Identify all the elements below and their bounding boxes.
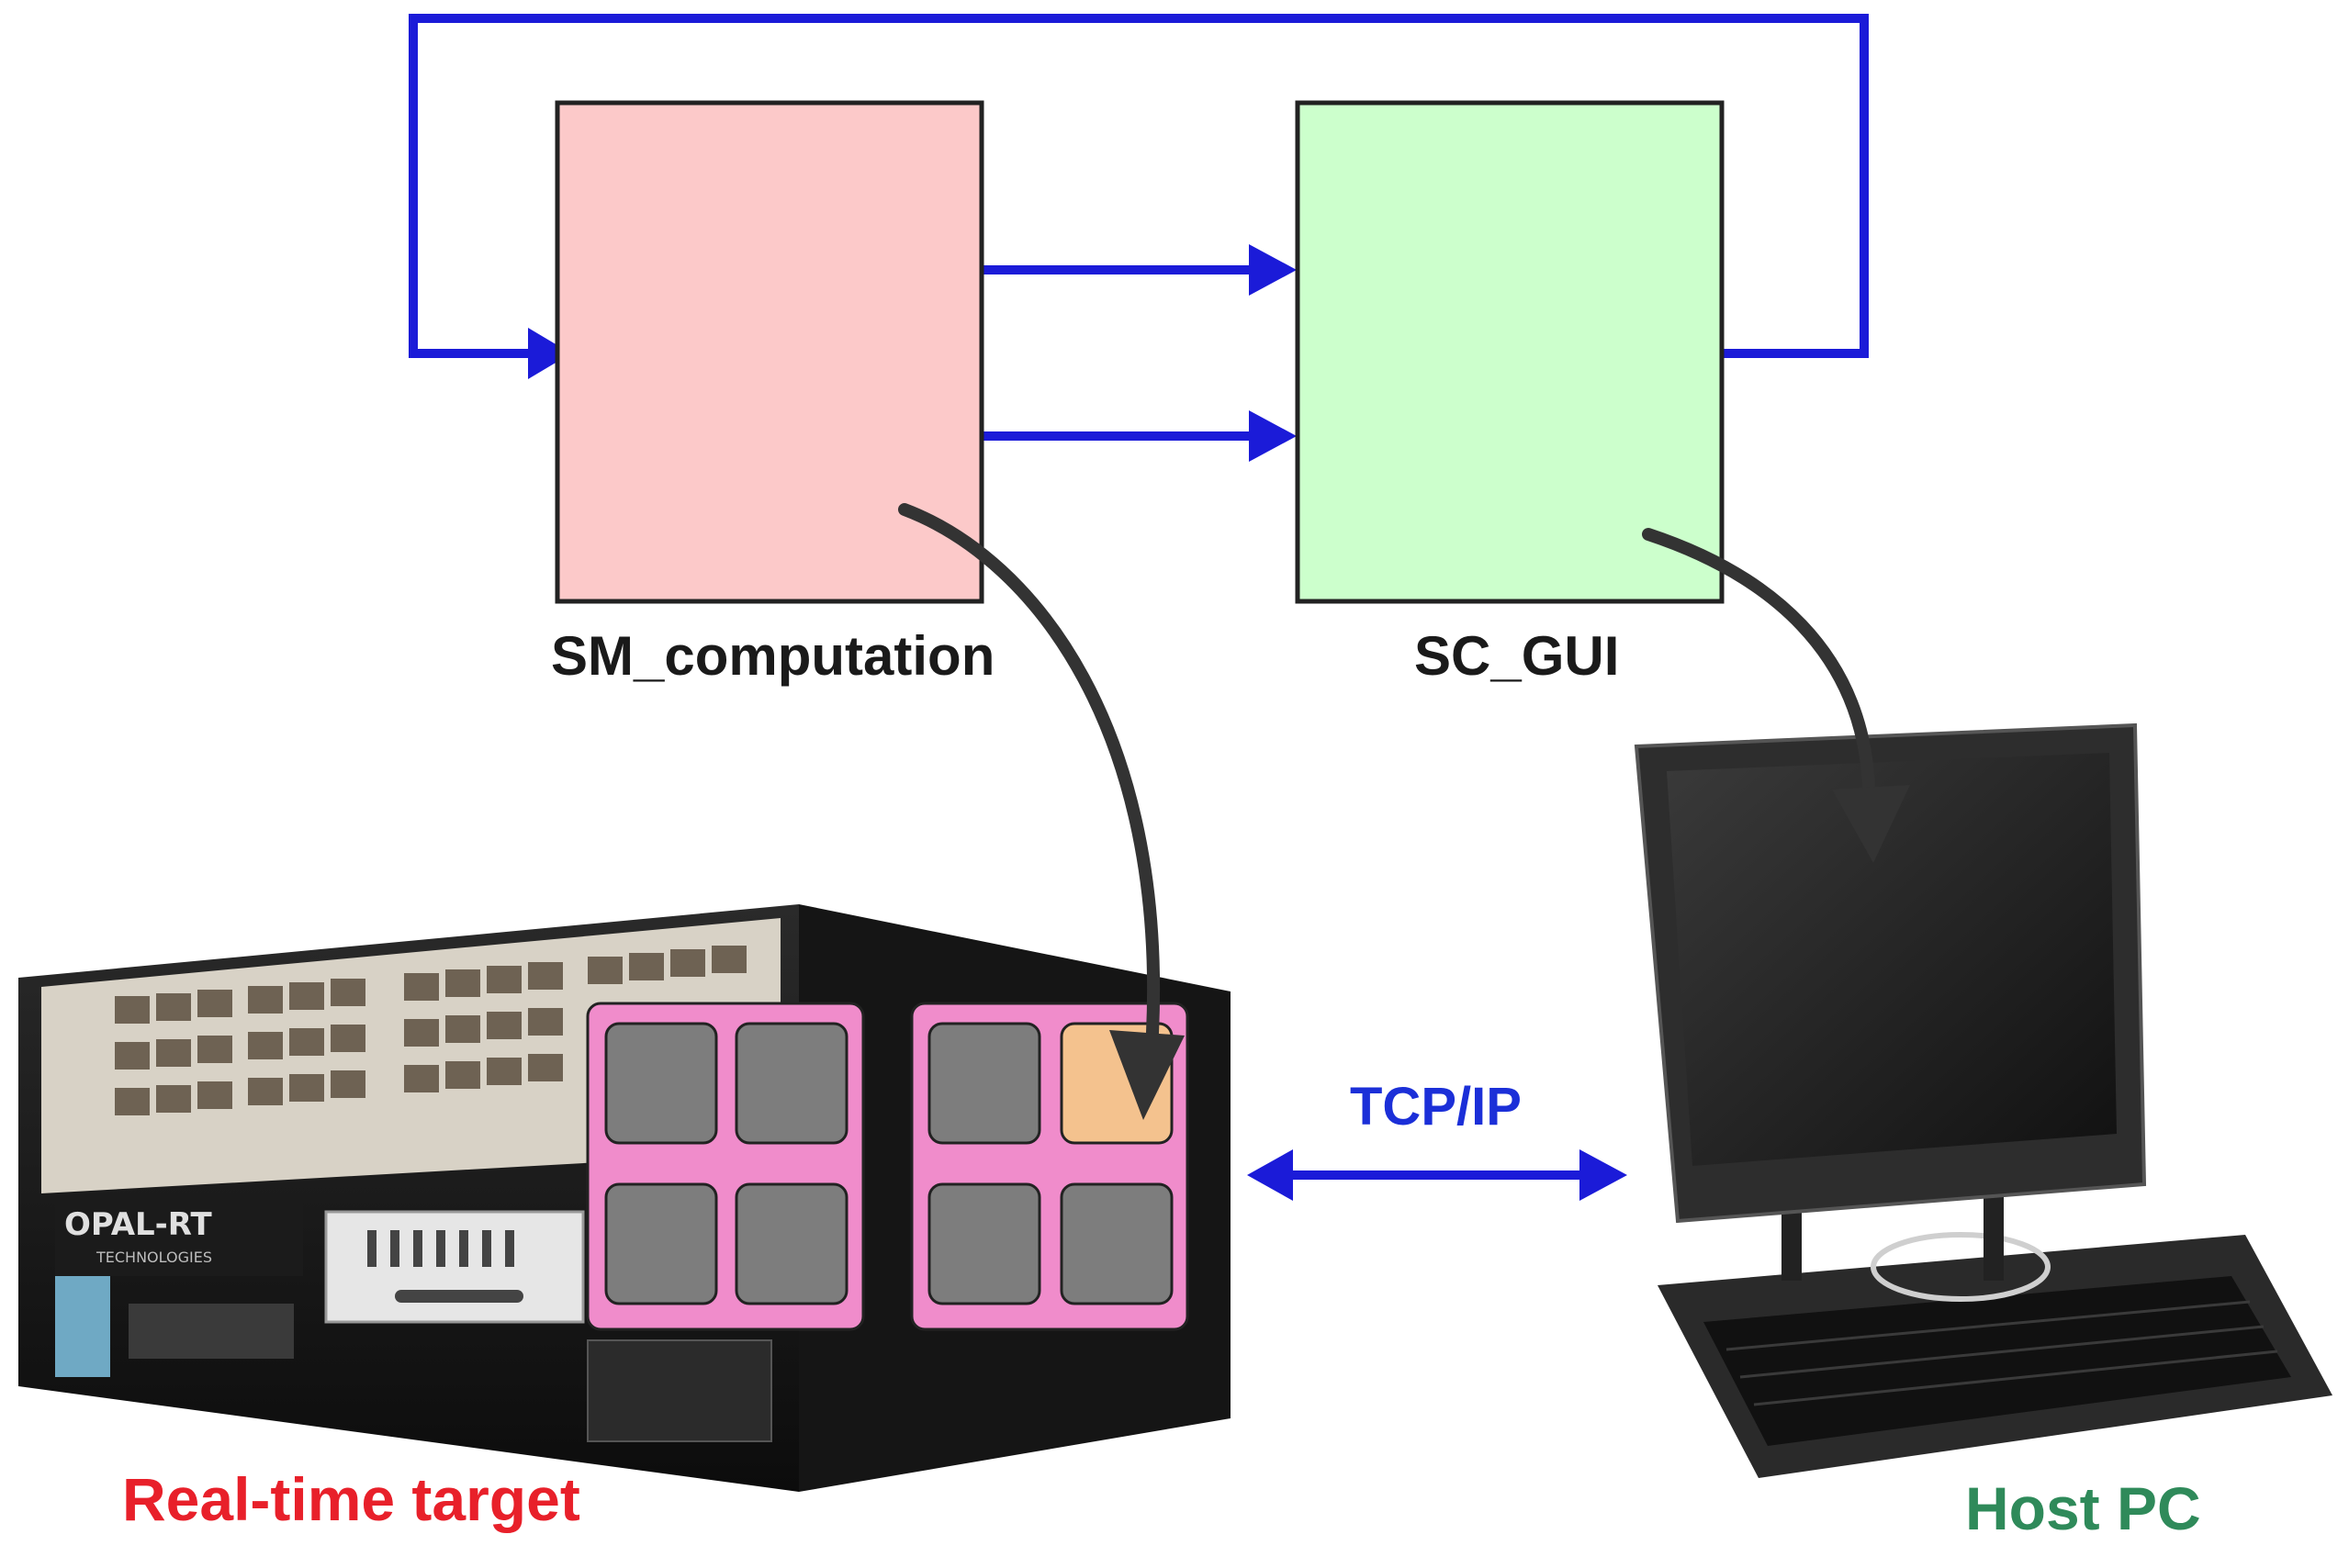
feedback-wire <box>409 14 1869 358</box>
core-idle <box>735 1182 849 1305</box>
hinge-right <box>1984 1180 2004 1281</box>
interface-card <box>324 1210 585 1324</box>
core-idle <box>735 1022 849 1145</box>
mapping-arrowhead-host <box>1832 785 1910 863</box>
deploy-to-target-arrow <box>898 503 1185 1120</box>
rear-connectors <box>129 1304 294 1359</box>
feedback-connection <box>409 14 1869 379</box>
bottom-port-block <box>587 1339 772 1442</box>
core-idle <box>604 1182 718 1305</box>
io-ports <box>115 946 747 1115</box>
sc-gui-block <box>1295 100 1725 604</box>
core-idle <box>927 1182 1041 1305</box>
keyboard-keys <box>1725 1300 2278 1406</box>
sm-computation-block <box>555 100 984 604</box>
mapping-arrowhead-target <box>1109 1030 1185 1120</box>
deploy-to-host-arrow <box>1642 528 1910 863</box>
forward-connection-2 <box>983 410 1297 462</box>
keyboard <box>1703 1276 2291 1446</box>
forward-arrowhead-2 <box>1249 410 1297 462</box>
usb-panel <box>55 1276 110 1377</box>
brand-logo-subtext: TECHNOLOGIES <box>96 1249 212 1266</box>
link-arrowhead-right <box>1579 1149 1627 1201</box>
brand-plate <box>55 1203 303 1276</box>
card-connector-pins <box>367 1230 523 1303</box>
host-pc-label: Host PC <box>1965 1474 2201 1542</box>
real-time-target-label: Real-time target <box>122 1465 580 1533</box>
core-idle <box>927 1022 1041 1145</box>
mapping-curve-target <box>898 503 1161 1039</box>
forward-arrowhead-1 <box>1249 244 1297 296</box>
forward-connection-1 <box>983 244 1297 296</box>
feedback-arrowhead <box>528 328 571 379</box>
tcp-ip-link <box>1247 1149 1627 1201</box>
tcp-ip-label: TCP/IP <box>1350 1077 1522 1137</box>
brand-logo-text: OPAL-RT <box>64 1206 212 1243</box>
monitor-screen <box>1667 753 2117 1166</box>
cpu-cores-group-1 <box>586 1002 865 1331</box>
trackpad-ring <box>1871 1232 2051 1302</box>
mapping-curve-host <box>1642 528 1875 796</box>
host-pc-image <box>1634 722 2332 1478</box>
sm-computation-label: SM_computation <box>551 625 995 687</box>
link-arrowhead-left <box>1247 1149 1293 1201</box>
sc-gui-label: SC_GUI <box>1414 625 1620 687</box>
core-idle <box>604 1022 718 1145</box>
core-idle <box>1060 1182 1174 1305</box>
